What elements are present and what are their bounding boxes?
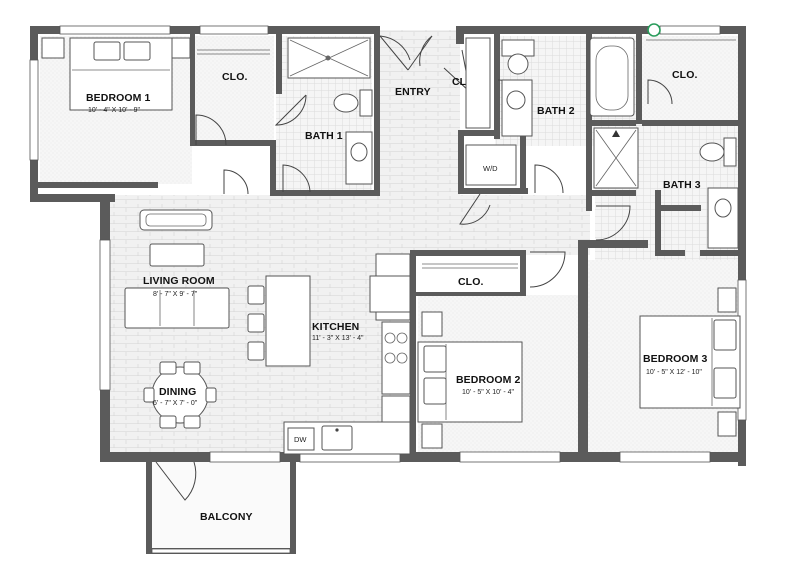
entry-label: ENTRY [395,86,431,98]
dishwasher-label: DW [294,435,307,444]
closet-3-label: CLO. [672,69,697,81]
kitchen-label: KITCHEN [312,321,359,333]
bedroom-1-label: BEDROOM 1 [86,92,151,104]
closet-1-label: CLO. [222,71,247,83]
bath-1-label: BATH 1 [305,130,343,142]
dining: DINING 6' - 7" X 7' - 0" [143,361,217,429]
kitchen: DW KITCHEN 11' - 3" X 13' - 4" [247,253,411,455]
closet-top-right: CLO. [646,39,736,81]
living-room-dims: 8' - 7" X 9' - 7" [153,291,198,298]
bedroom-3-label: BEDROOM 3 [643,353,708,365]
dining-label: DINING [159,386,196,398]
balcony-label: BALCONY [200,511,253,523]
accent-marker [647,23,661,37]
washer-dryer: W/D [465,144,517,186]
kitchen-dims: 11' - 3" X 13' - 4" [312,335,364,342]
bedroom-1-dims: 10' - 4" X 10' - 9" [88,107,141,114]
bedroom-3: BEDROOM 3 10' - 5" X 12' - 10" [639,287,741,437]
washer-dryer-label: W/D [483,164,498,173]
bath-1: BATH 1 [287,37,373,185]
dining-dims: 6' - 7" X 7' - 0" [153,400,198,407]
bath-2-label: BATH 2 [537,105,575,117]
bath-2: BATH 2 [501,37,635,137]
entry: ENTRY CLO. [395,37,491,129]
bath-3: BATH 3 [593,127,739,249]
bedroom-2-label: BEDROOM 2 [456,374,521,386]
closet-4-label: CLO. [458,276,483,288]
balcony: BALCONY [146,462,296,554]
bedroom-1: BEDROOM 1 10' - 4" X 10' - 9" CLO. [41,37,270,114]
bedroom-2-dims: 10' - 5" X 10' - 4" [462,389,515,396]
living-room: LIVING ROOM 8' - 7" X 9' - 7" [124,209,230,329]
bath-3-label: BATH 3 [663,179,701,191]
windows [29,25,747,463]
bedroom-3-dims: 10' - 5" X 12' - 10" [646,369,702,376]
living-room-label: LIVING ROOM [143,275,215,287]
bedroom-2: CLO. BEDROOM 2 10' - 5" X 10' - 4" [417,263,523,449]
